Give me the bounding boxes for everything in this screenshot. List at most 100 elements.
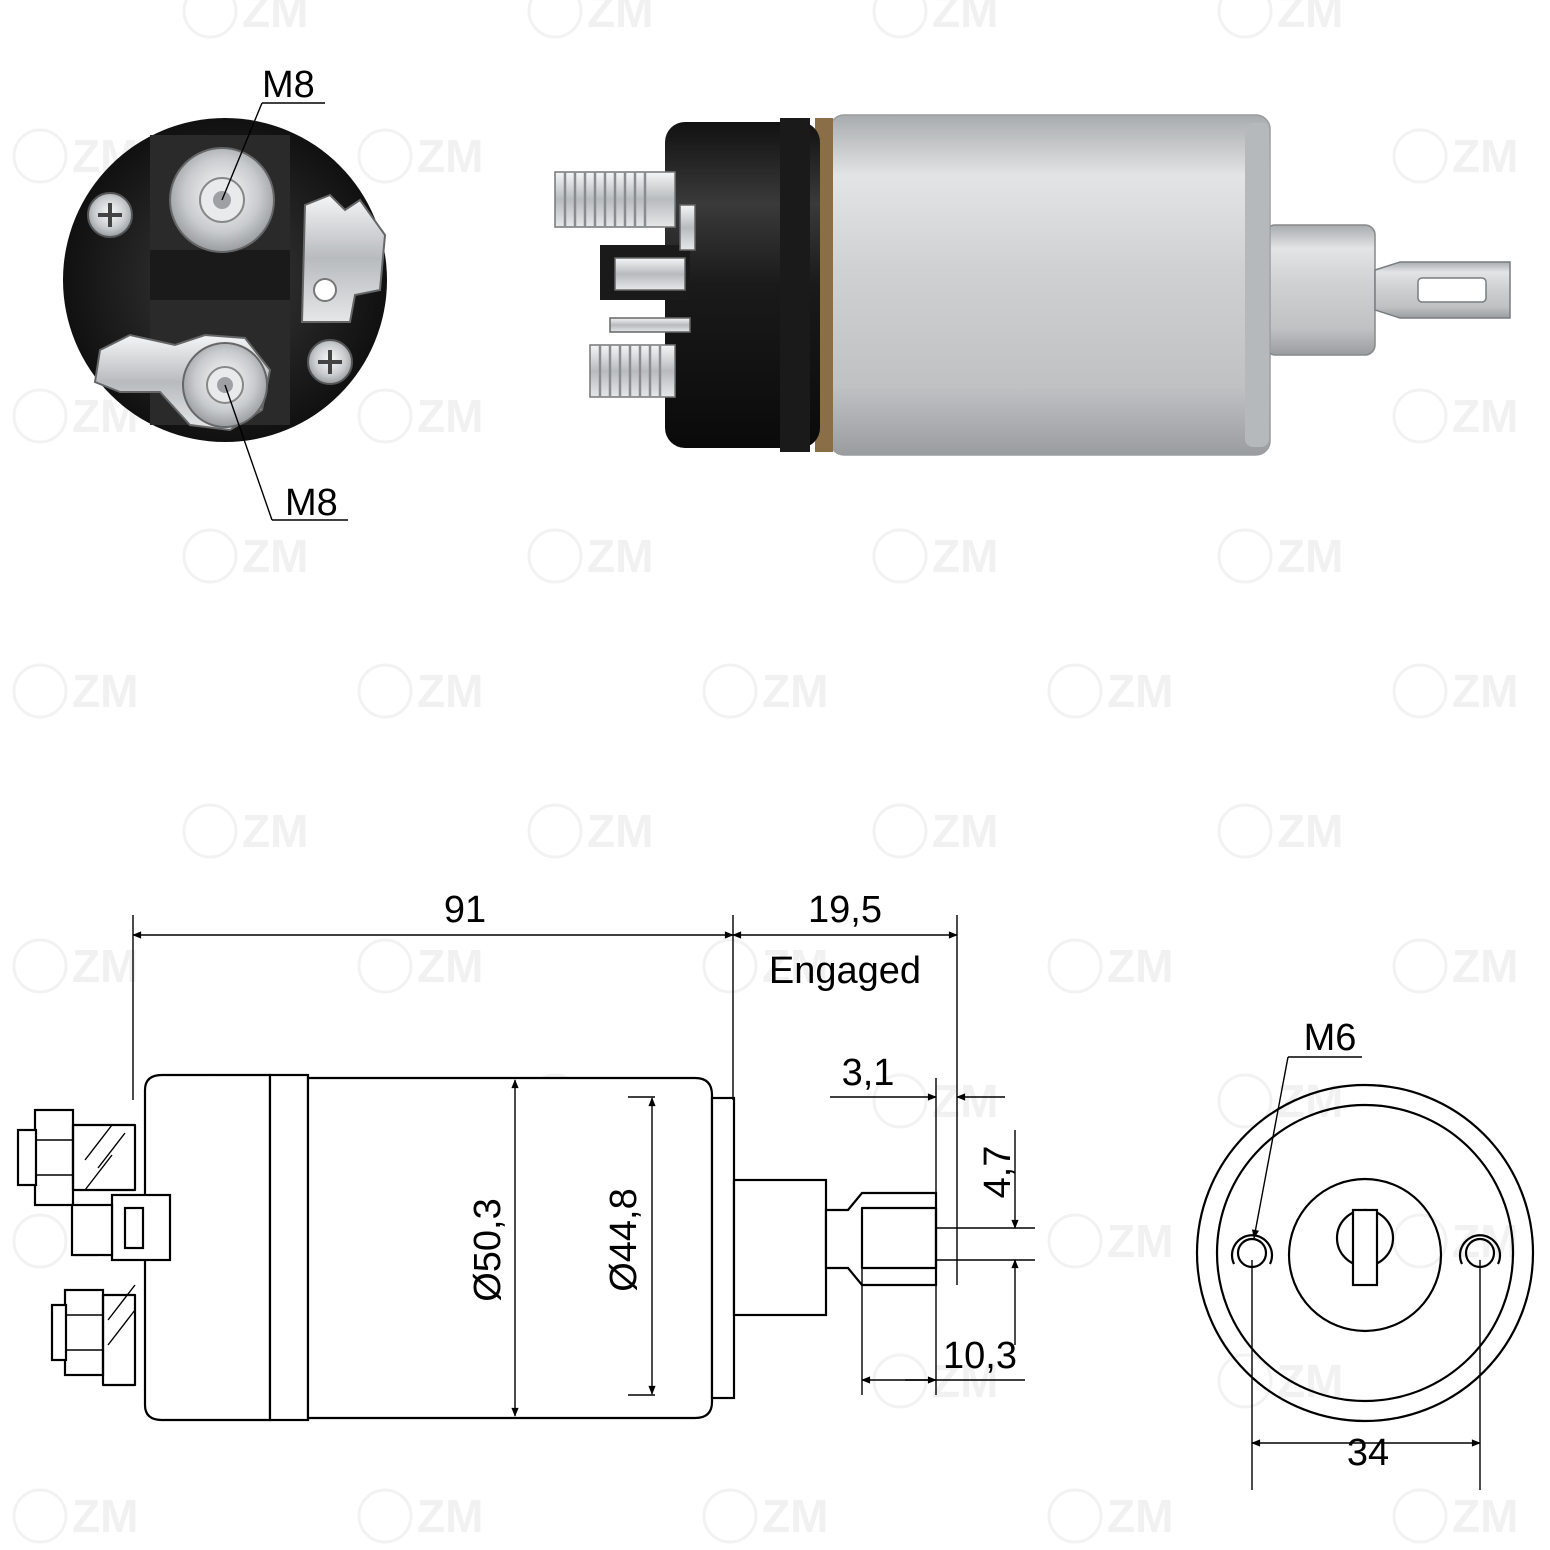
side-spade-terminal [614,257,686,291]
watermark-text: ZM [762,940,828,992]
watermark-text: ZM [1452,665,1518,717]
watermark-text: ZM [932,530,998,582]
watermark-logo: ZM [357,1488,483,1544]
watermark-text: ZM [762,665,828,717]
leader-bottom-m8 [224,384,273,521]
watermark-text: ZM [242,0,308,37]
watermark-logo: ZM [12,663,138,719]
watermark-logo: ZM [182,0,308,39]
watermark-logo: ZM [1217,1073,1343,1129]
watermark-logo: ZM [1217,803,1343,859]
watermark-text: ZM [1107,665,1173,717]
watermark-logo: ZM [527,528,653,584]
drawing-terminals [16,1108,172,1387]
label-top-m8: M8 [262,64,315,106]
watermark-logo: ZM [1392,938,1518,994]
watermark-text: ZM [587,0,653,37]
watermark-logo: ZM [1217,528,1343,584]
end-view-photo: M8 M8 [63,64,387,524]
end-inner-circle [1215,1103,1515,1403]
watermark-logo: ZM [357,128,483,184]
watermark-logo: ZM [702,663,828,719]
watermark-text: ZM [72,665,138,717]
watermark-logo: ZM [1392,663,1518,719]
dim-mount-spacing: 34 [1347,1432,1389,1474]
watermark-text: ZM [1107,1215,1173,1267]
dim-flange-diameter: Ø44,8 [603,1188,645,1292]
watermark-logo: ZM [872,803,998,859]
leader-m6 [1251,1056,1289,1239]
side-view-photo [554,114,1511,456]
watermark-logo: ZM [702,938,828,994]
drawing-housing [306,1076,714,1420]
dim-tab-hole: 4,7 [977,1146,1019,1199]
watermark-logo: ZM [182,803,308,859]
watermark-logo: ZM [1217,0,1343,39]
dim-overall-length: 91 [444,889,486,931]
watermark-logo: ZM [357,388,483,444]
end-hub-circle [1287,1177,1443,1333]
silver-housing [829,114,1271,456]
watermark-logo: ZM [182,528,308,584]
dim-tab-thickness: 3,1 [842,1052,895,1094]
watermark-text: ZM [242,530,308,582]
drawing-plunger [732,1178,828,1317]
watermark-text: ZM [417,665,483,717]
watermark-text: ZM [1107,940,1173,992]
end-outer-circle [1195,1083,1535,1423]
watermark-text: ZM [1452,390,1518,442]
watermark-text: ZM [932,805,998,857]
watermark-logo: ZM [527,803,653,859]
watermark-text: ZM [242,805,308,857]
plunger-shaft [1264,224,1376,356]
watermark-text: ZM [932,1355,998,1407]
watermark-logo: ZM [1392,128,1518,184]
end-plunger-slot [1351,1208,1379,1287]
watermark-logo: ZM [872,0,998,39]
watermark-logo: ZM [357,663,483,719]
watermark-text: ZM [932,0,998,37]
watermark-text: ZM [1277,805,1343,857]
drawing-flange [268,1073,310,1422]
dim-body-diameter: Ø50,3 [467,1198,509,1302]
watermark-text: ZM [762,1490,828,1542]
watermark-text: ZM [1277,1075,1343,1127]
watermark-text: ZM [1452,940,1518,992]
watermark-logo: ZM [1047,1213,1173,1269]
watermark-text: ZM [417,390,483,442]
watermark-logo: ZM [1392,388,1518,444]
watermark-logo: ZM [527,0,653,39]
watermark-logo: ZM [1047,938,1173,994]
watermark-text: ZM [1452,1490,1518,1542]
screw-right [307,339,353,385]
watermark-logo: ZM [12,1488,138,1544]
screw-left [87,192,133,238]
watermark-logo: ZM [1047,663,1173,719]
upper-stud [554,171,676,228]
watermark-logo: ZM [1047,1488,1173,1544]
watermark-logo: ZM [357,938,483,994]
watermark-text: ZM [587,805,653,857]
watermark-logo: ZM [872,1353,998,1409]
watermark-logo: ZM [872,528,998,584]
watermark-logo: ZM [1392,1488,1518,1544]
watermark-logo: ZM [702,1488,828,1544]
watermark-text: ZM [1107,1490,1173,1542]
watermark-logo: ZM [872,1073,998,1129]
watermark-text: ZM [417,1490,483,1542]
dim-plunger-travel: 19,5 [808,889,882,931]
lower-stud [589,344,676,398]
watermark-text: ZM [587,530,653,582]
watermark-text: ZM [72,940,138,992]
watermark-text: ZM [1277,0,1343,37]
leader-top-m8 [221,102,263,201]
watermark-text: ZM [72,1490,138,1542]
watermark-logo: ZM [12,938,138,994]
watermark-text: ZM [1277,530,1343,582]
end-drawing: M6 34 [1195,1017,1535,1490]
watermark-text: ZM [932,1075,998,1127]
drawing-plunger-tab [824,1191,938,1287]
side-drawing: 91 19,5 Engaged 3,1 4,7 10,3 Ø50,3 Ø44,8 [16,889,1035,1422]
